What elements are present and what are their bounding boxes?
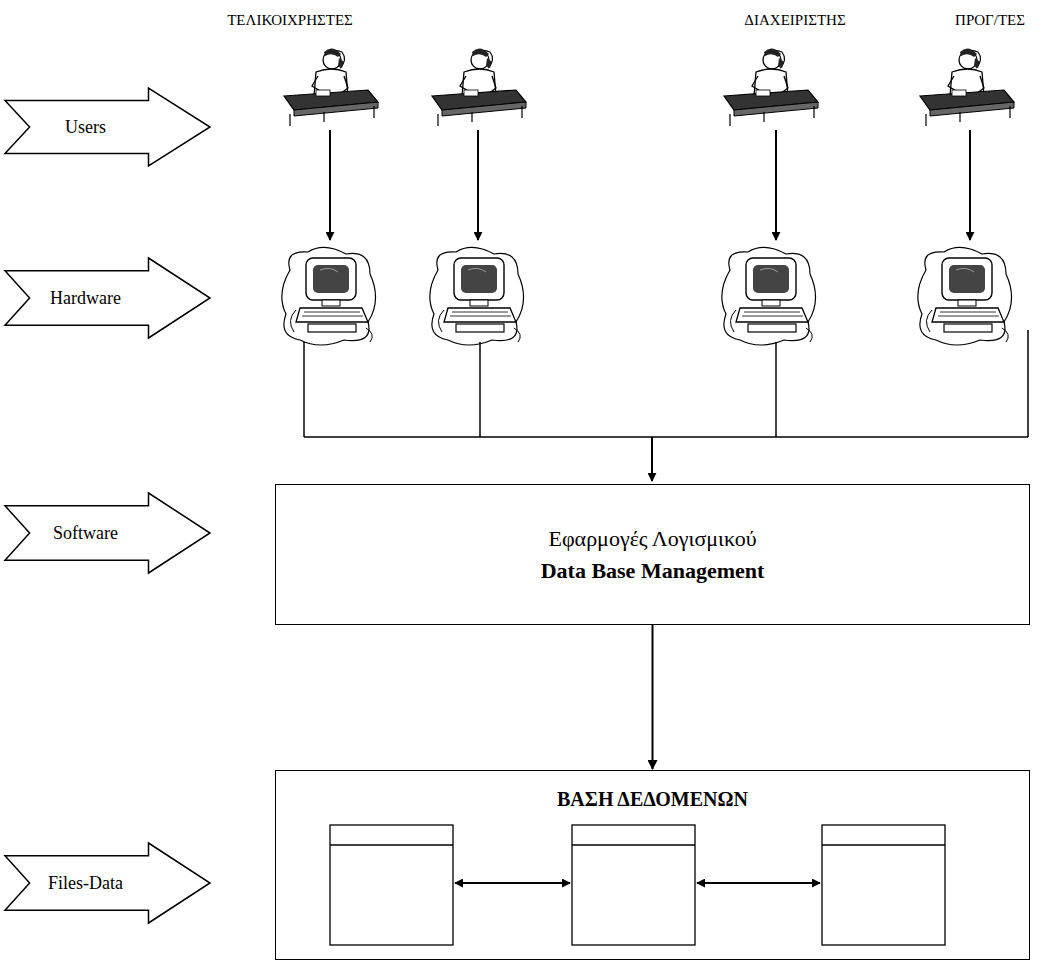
box-heading: ΒΑΣΗ ΔΕΔΟΜΕΝΩΝ <box>557 788 748 811</box>
drawing-stroke <box>697 882 820 884</box>
drawing-stroke <box>572 844 695 845</box>
drawing-stroke <box>969 130 971 240</box>
drawing-stroke <box>775 130 777 240</box>
block-arrow-shape <box>5 88 210 166</box>
database-table <box>330 825 945 945</box>
admin-figure <box>724 48 818 126</box>
level-label: Users <box>65 117 106 138</box>
drawing-stroke <box>822 825 945 945</box>
level-label: Hardware <box>50 288 121 309</box>
drawing-stroke <box>1027 330 1029 437</box>
drawing-stroke <box>479 342 481 437</box>
block-arrow-shape <box>5 258 210 338</box>
drawing-stroke <box>282 247 376 345</box>
drawing-stroke <box>651 437 653 481</box>
programmer-figure <box>920 48 1014 126</box>
end-user-figure <box>284 48 526 126</box>
drawing-stroke <box>284 48 378 126</box>
drawing-stroke <box>330 825 453 945</box>
drawing-stroke <box>920 48 1014 126</box>
software-box: Εφαρμογές ΛογισμικούData Base Management <box>275 484 1030 625</box>
level-label: Files-Data <box>48 873 123 894</box>
drawing-stroke <box>722 247 816 345</box>
role-heading: ΔΙΑΧΕΙΡΙΣΤΗΣ <box>744 12 845 29</box>
level-arrow: Software <box>5 493 210 573</box>
level-arrow: Hardware <box>5 258 210 338</box>
block-arrow-shape <box>5 493 210 573</box>
level-label: Software <box>53 523 118 544</box>
box-text: Data Base Management <box>541 558 765 584</box>
computer-icon <box>282 247 1012 345</box>
drawing-stroke <box>304 436 1028 438</box>
user-arrow <box>330 130 970 240</box>
block-arrow-shape <box>5 843 210 923</box>
level-arrow: Files-Data <box>5 843 210 923</box>
drawing-stroke <box>724 48 818 126</box>
role-heading: ΠΡΟΓ/ΤΕΣ <box>955 12 1025 29</box>
drawing-stroke <box>432 48 526 126</box>
drawing-stroke <box>430 247 524 345</box>
drawing-stroke <box>329 130 331 240</box>
drawing-stroke <box>303 342 305 437</box>
flow-arrow <box>652 625 654 769</box>
drawing-stroke <box>918 247 1012 345</box>
role-heading: ΤΕΛΙΚΟΙΧΡΗΣΤΕΣ <box>227 12 353 29</box>
drawing-stroke <box>822 844 945 845</box>
drawing-stroke <box>775 342 777 437</box>
database-box: ΒΑΣΗ ΔΕΔΟΜΕΝΩΝ <box>275 770 1030 960</box>
box-text: Εφαρμογές Λογισμικού <box>548 526 756 552</box>
drawing-stroke <box>455 882 570 884</box>
drawing-stroke <box>572 825 695 945</box>
drawing-stroke <box>330 844 453 845</box>
block-arrow-outline <box>5 88 210 166</box>
drawing-stroke <box>477 130 479 240</box>
network-bus <box>304 330 1028 481</box>
table-relation <box>455 882 820 884</box>
level-arrow: Users <box>5 88 210 166</box>
